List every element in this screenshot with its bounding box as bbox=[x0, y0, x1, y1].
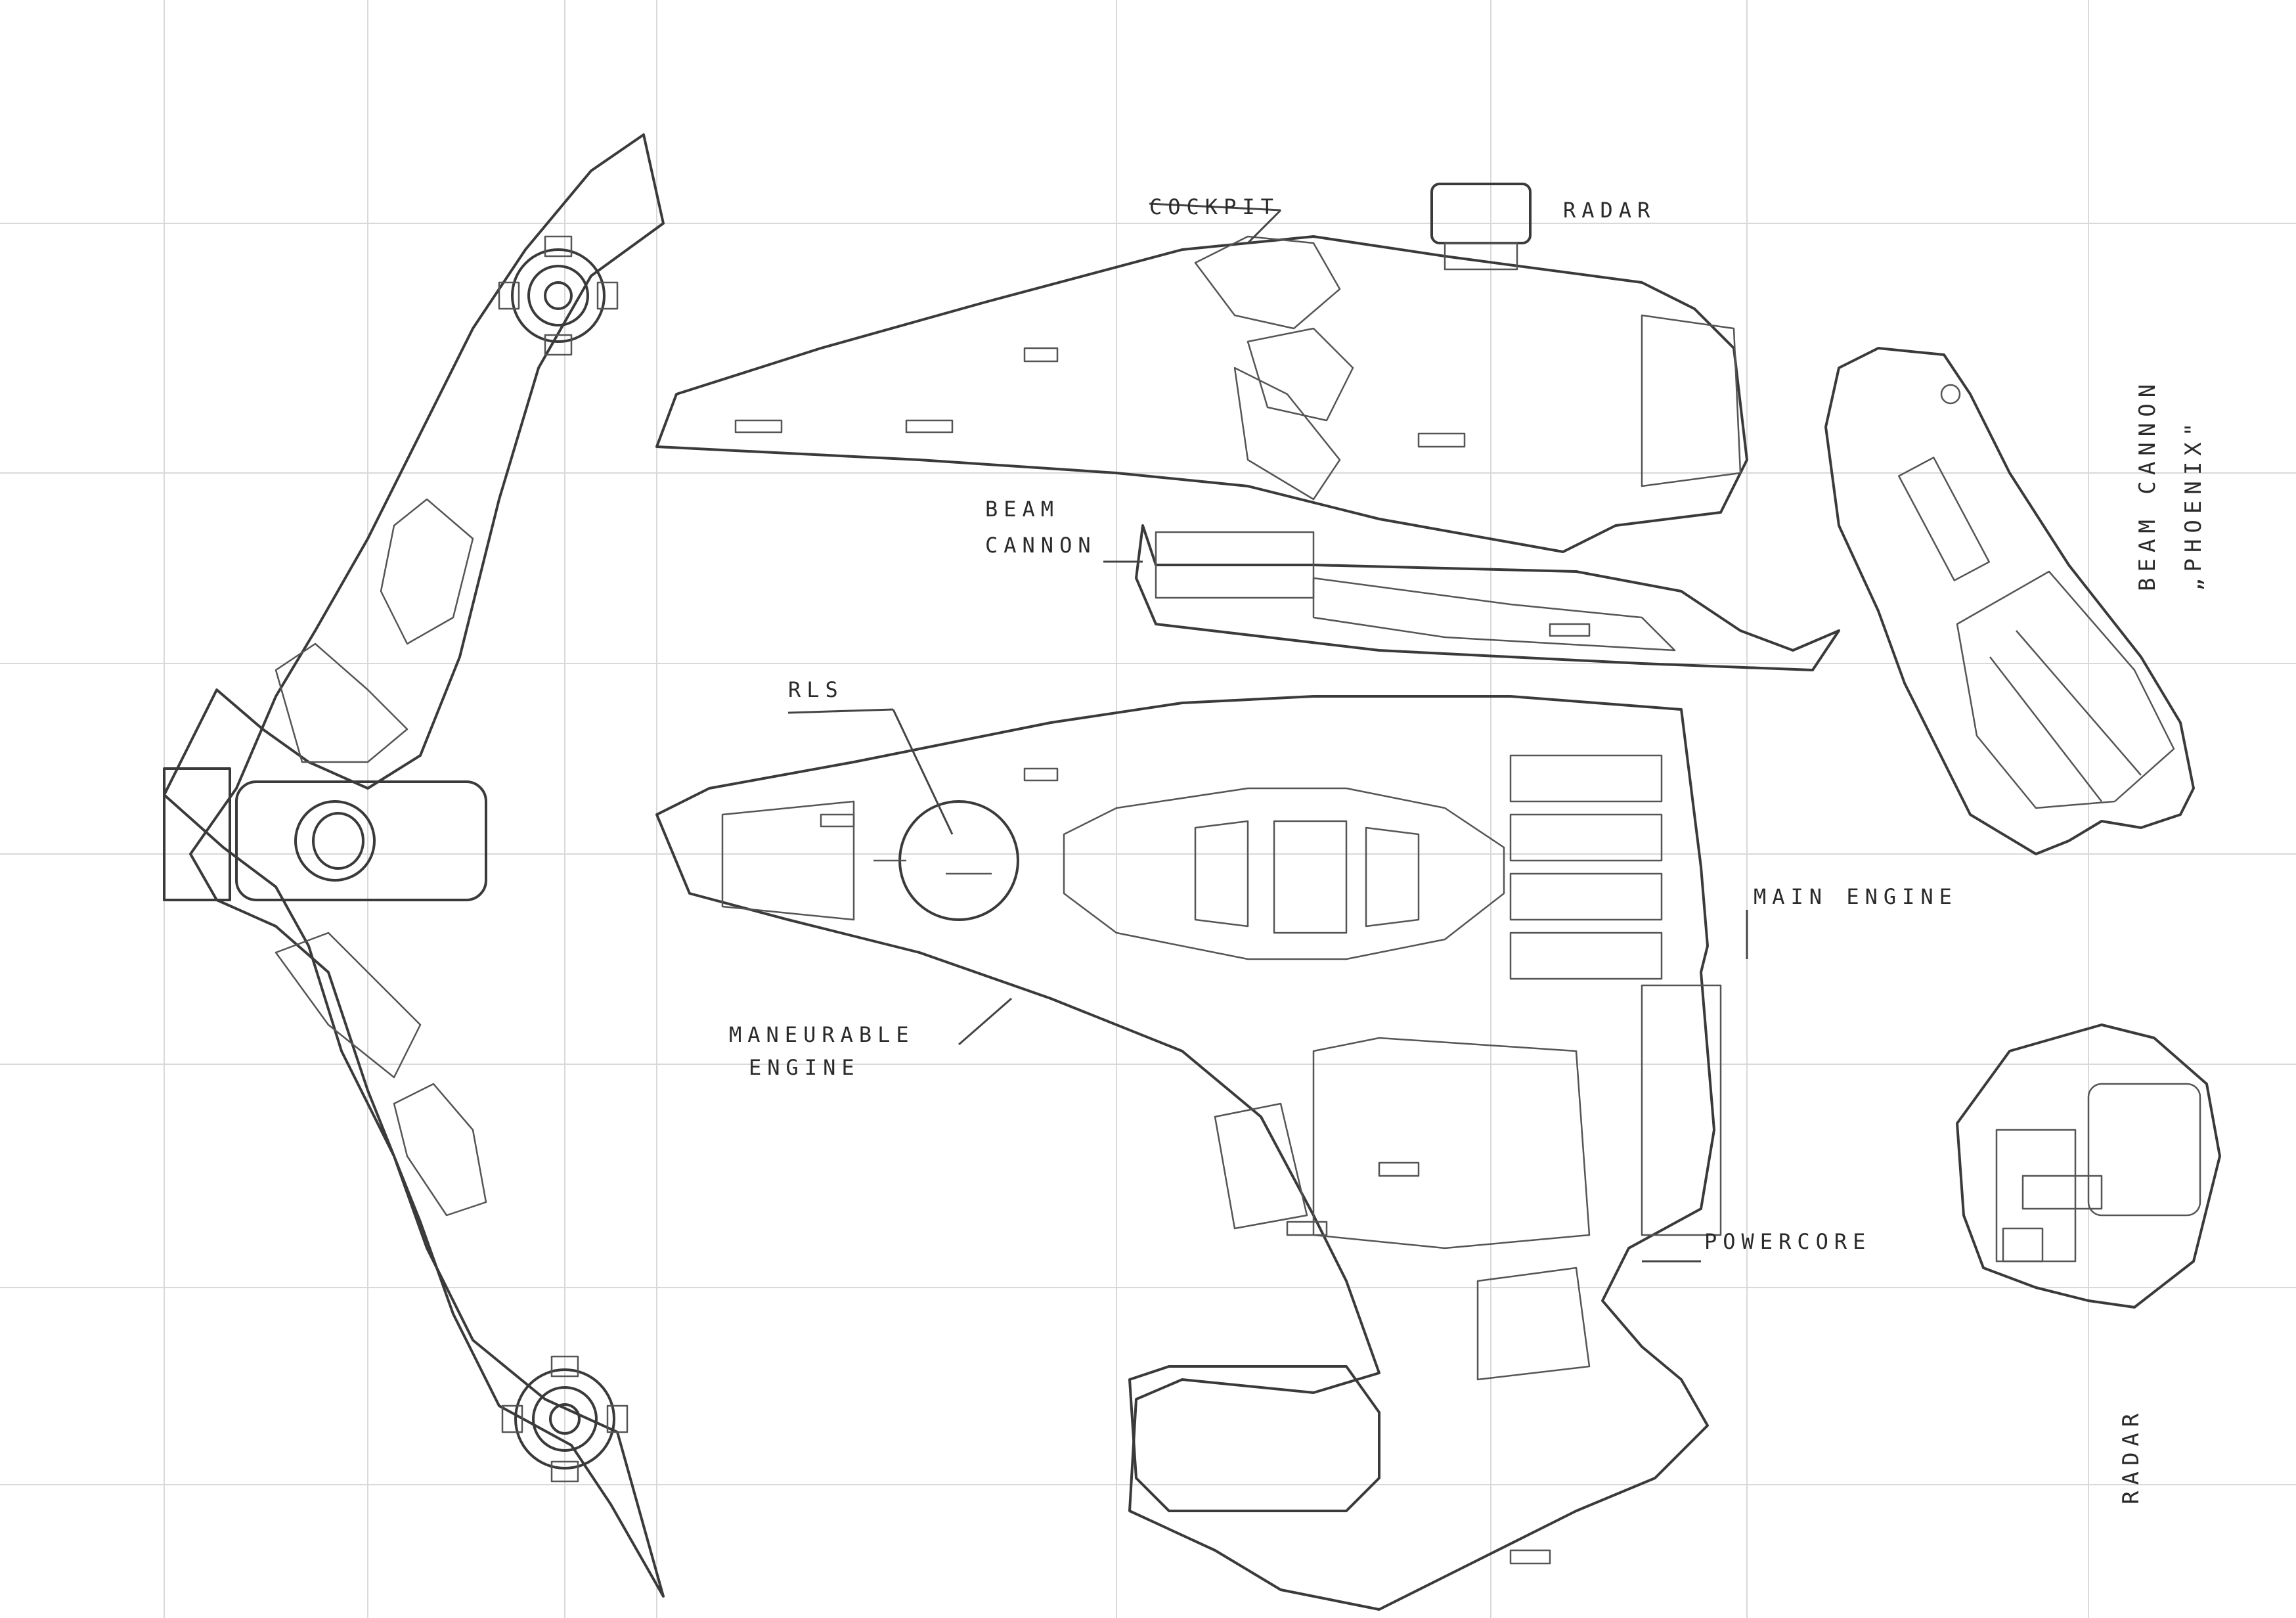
side-view-drawing bbox=[655, 183, 1840, 671]
label-rls: RLS bbox=[788, 677, 844, 702]
label-radar-vertical: RADAR bbox=[2118, 1407, 2144, 1504]
label-radar-top: RADAR bbox=[1563, 198, 1656, 223]
top-view-drawing bbox=[655, 695, 1722, 1611]
label-maneuvrable-line2: ENGINE bbox=[749, 1055, 860, 1080]
label-cockpit: COCKPIT bbox=[1149, 194, 1279, 219]
label-power-core: POWERCORE bbox=[1704, 1229, 1872, 1254]
front-view-drawing bbox=[163, 133, 665, 1598]
label-phoenix-vertical: „PHOENIX" bbox=[2180, 416, 2207, 591]
label-beam-cannon-line2: CANNON bbox=[985, 533, 1097, 558]
label-beam-cannon-vertical: BEAM CANNON bbox=[2134, 378, 2161, 591]
label-maneuvrable-line1: MANEURABLE bbox=[729, 1022, 915, 1047]
beam-cannon-detail-drawing bbox=[1824, 347, 2195, 855]
label-leader-lines bbox=[787, 202, 1748, 1263]
radar-detail-drawing bbox=[1956, 1023, 2221, 1309]
label-beam-cannon-line1: BEAM bbox=[985, 497, 1060, 522]
label-main-engine: MAIN ENGINE bbox=[1754, 884, 1958, 909]
